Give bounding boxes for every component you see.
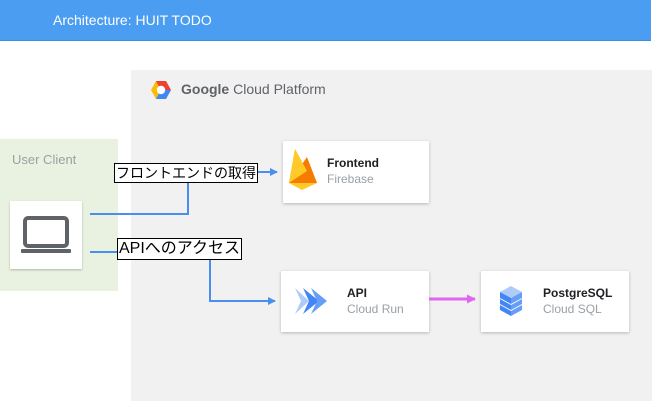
api-title: API (347, 286, 368, 300)
gcp-container (131, 70, 652, 401)
title-bar: Architecture: HUIT TODO (0, 0, 651, 41)
cloud-sql-icon (500, 286, 522, 316)
firebase-flame-icon (289, 149, 317, 190)
edge-label-frontend: フロントエンドの取得 (114, 163, 258, 183)
frontend-node[interactable]: Frontend Firebase (283, 141, 429, 203)
api-node[interactable]: API Cloud Run (281, 271, 429, 332)
platform-product: Cloud Platform (233, 81, 326, 97)
platform-name: Google Cloud Platform (181, 81, 326, 97)
database-node[interactable]: PostgreSQL Cloud SQL (481, 271, 629, 332)
database-title: PostgreSQL (543, 286, 613, 300)
google-cloud-hexagon-icon (151, 81, 171, 99)
database-subtitle: Cloud SQL (543, 302, 602, 316)
platform-brand: Google (181, 81, 230, 97)
frontend-subtitle: Firebase (327, 172, 374, 186)
user-client-title: User Client (12, 152, 77, 167)
laptop-icon (21, 216, 71, 253)
edge-label-api: APIへのアクセス (117, 238, 242, 260)
api-subtitle: Cloud Run (347, 302, 404, 316)
frontend-title: Frontend (327, 156, 379, 170)
cloud-run-icon (295, 288, 327, 314)
laptop-node[interactable] (10, 201, 82, 269)
diagram-title: Architecture: HUIT TODO (53, 12, 212, 28)
